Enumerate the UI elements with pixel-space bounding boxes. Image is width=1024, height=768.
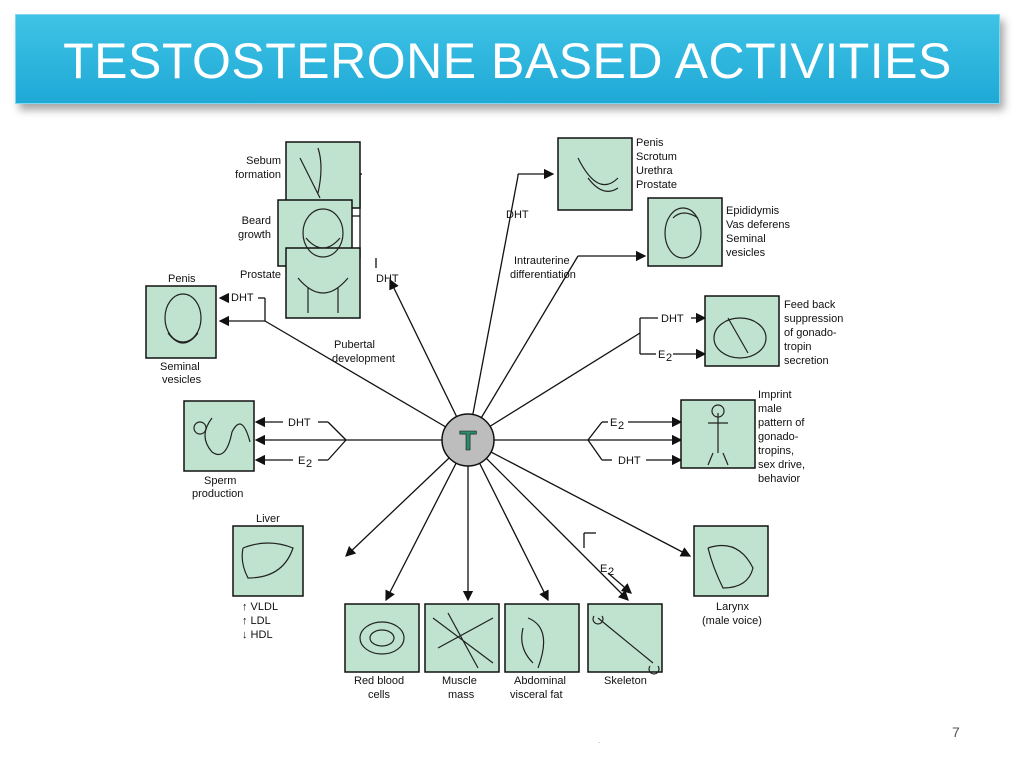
label-penis-group-4: Prostate [636, 179, 677, 191]
label-e2-skeleton-sub: 2 [608, 566, 614, 578]
label-skeleton: Skeleton [604, 675, 647, 687]
label-beard-1: Beard [242, 215, 271, 227]
label-sebum-1: Sebum [246, 155, 281, 167]
abdominal-box [504, 603, 580, 673]
label-imprint-4: gonado- [758, 431, 799, 443]
label-e2-imprint-sub: 2 [618, 420, 624, 432]
label-feedback-2: suppression [784, 313, 843, 325]
page-title: TESTOSTERONE BASED ACTIVITIES [63, 33, 952, 89]
label-seminal-1: Seminal [160, 361, 200, 373]
label-penis-group-3: Urethra [636, 165, 674, 177]
label-penis-group-1: Penis [636, 137, 664, 149]
label-rbc-1: Red blood [354, 675, 404, 687]
label-intrauterine-1: Intrauterine [514, 255, 570, 267]
label-epididymis-3: Seminal [726, 233, 766, 245]
label-dht-imprint: DHT [618, 455, 641, 467]
label-liver: Liver [256, 513, 280, 525]
sperm-box [183, 400, 255, 472]
label-imprint-3: pattern of [758, 417, 805, 429]
label-lipid-2: ↑ LDL [242, 615, 271, 627]
label-feedback-1: Feed back [784, 299, 836, 311]
prostate-box [285, 247, 361, 319]
label-sebum-2: formation [235, 169, 281, 181]
label-imprint-5: tropins, [758, 445, 794, 457]
label-penis-group-2: Scrotum [636, 151, 677, 163]
label-e2-sperm: E [298, 455, 305, 467]
label-epididymis-4: vesicles [726, 247, 766, 259]
spoke-lines [218, 168, 707, 602]
label-rbc-2: cells [368, 689, 391, 701]
muscle-box [424, 603, 500, 673]
label-sperm-2: production [192, 488, 243, 500]
label-imprint-7: behavior [758, 473, 801, 485]
label-sperm-1: Sperm [204, 475, 236, 487]
page-number: 7 [952, 724, 960, 740]
label-imprint-6: sex drive, [758, 459, 805, 471]
label-larynx-1: Larynx [716, 601, 750, 613]
label-imprint-2: male [758, 403, 782, 415]
label-dht-penis: DHT [231, 292, 254, 304]
label-muscle-1: Muscle [442, 675, 477, 687]
label-e2-imprint: E [610, 417, 617, 429]
label-seminal-2: vesicles [162, 374, 202, 386]
label-abdominal-1: Abdominal [514, 675, 566, 687]
label-dht-top: DHT [376, 273, 399, 285]
label-epididymis-2: Vas deferens [726, 219, 791, 231]
label-feedback-3: of gonado- [784, 327, 837, 339]
label-feedback-4: tropin [784, 341, 812, 353]
label-lipid-1: ↑ VLDL [242, 601, 278, 613]
sebum-box [285, 141, 361, 209]
testosterone-hub: T [441, 413, 495, 467]
penis-group-box [557, 137, 633, 211]
liver-box [232, 525, 304, 597]
box-illustrations [164, 147, 767, 675]
label-pubertal-1: Pubertal [334, 339, 375, 351]
label-abdominal-2: visceral fat [510, 689, 563, 701]
label-e2-sperm-sub: 2 [306, 458, 312, 470]
label-imprint-1: Imprint [758, 389, 792, 401]
testosterone-diagram: T Sebum formation Beard growth Prostate … [128, 128, 854, 712]
footer-dot: . [598, 736, 601, 745]
label-lipid-3: ↓ HDL [242, 629, 273, 641]
organ-boxes [145, 137, 780, 673]
label-dht-feedback: DHT [661, 313, 684, 325]
label-prostate: Prostate [240, 269, 281, 281]
label-pubertal-2: development [332, 353, 395, 365]
epididymis-box [647, 197, 723, 267]
rbc-box [344, 603, 420, 673]
larynx-box [693, 525, 769, 597]
title-banner: TESTOSTERONE BASED ACTIVITIES [15, 14, 1000, 104]
label-dht-sperm: DHT [288, 417, 311, 429]
label-intrauterine-2: differentiation [510, 269, 576, 281]
feedback-box [704, 295, 780, 367]
label-penis-left: Penis [168, 273, 196, 285]
label-e2-feedback-sub: 2 [666, 352, 672, 364]
diagram-labels: Sebum formation Beard growth Prostate DH… [160, 137, 843, 701]
label-dht-intra: DHT [506, 209, 529, 221]
penis-left-box [145, 285, 217, 359]
label-feedback-5: secretion [784, 355, 829, 367]
label-epididymis-1: Epididymis [726, 205, 780, 217]
label-e2-feedback: E [658, 349, 665, 361]
label-beard-2: growth [238, 229, 271, 241]
label-e2-skeleton: E [600, 563, 607, 575]
hub-label: T [459, 425, 476, 456]
label-muscle-2: mass [448, 689, 475, 701]
label-larynx-2: (male voice) [702, 615, 762, 627]
